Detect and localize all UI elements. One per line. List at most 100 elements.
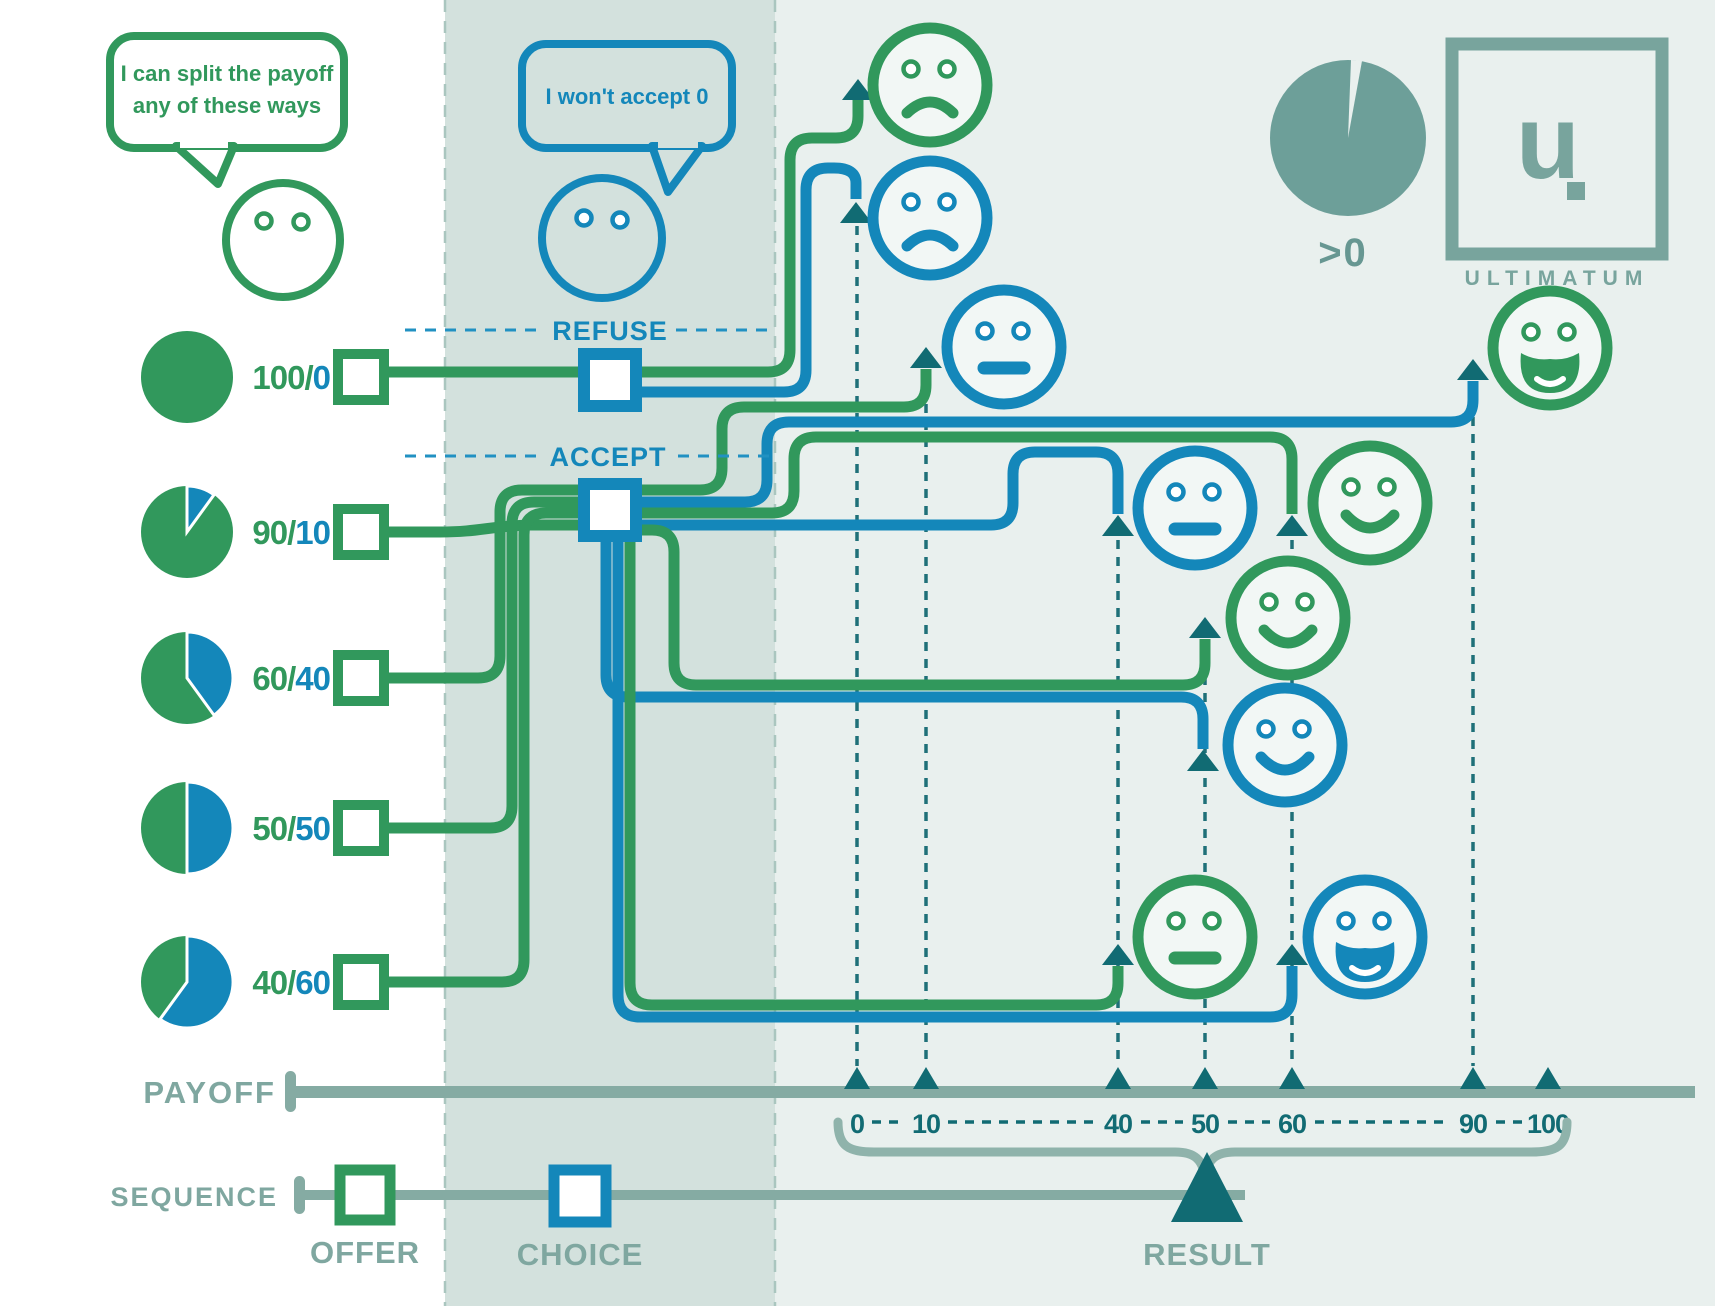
line-accept-to-40 (636, 446, 1124, 531)
proposer-speech-bubble: I can split the payoff any of these ways (106, 32, 348, 188)
face-blue-sad-payoff0 (867, 155, 993, 281)
offer-split-label: 50/50 (252, 810, 330, 847)
offer-split-label: 90/10 (252, 514, 330, 551)
payoff-tick-90: 90 (1459, 1067, 1488, 1139)
line-accept-to-90 (636, 381, 1479, 508)
face-eye (901, 59, 921, 79)
offer-split-label: 100/0 (252, 359, 330, 396)
face-green-smile-payoff50 (1225, 555, 1351, 681)
payoff-axis-label: PAYOFF (143, 1075, 276, 1110)
choice-stage-label: CHOICE (517, 1237, 644, 1272)
offer-pie-responder-share (185, 630, 235, 718)
line-accept-to-50-blue (600, 536, 1209, 749)
tick-number: 40 (1104, 1109, 1132, 1139)
offer-split-label: 40/60 (252, 964, 330, 1001)
face-green-smile-payoff60 (1307, 440, 1433, 566)
tick-triangle (844, 1067, 870, 1089)
face-mouth-smile (1340, 509, 1400, 534)
tick-triangle (1279, 1067, 1305, 1089)
sequence-axis (294, 1176, 1245, 1214)
offer-pie-responder-share (185, 780, 235, 876)
face-eye (1166, 911, 1186, 931)
offer-node[interactable] (333, 650, 389, 706)
payoff-tick-40: 40 (1104, 1067, 1133, 1139)
face-eye (937, 59, 957, 79)
logo-letter: u (1516, 84, 1580, 201)
line-accept-to-60 (636, 431, 1298, 519)
face-green-laugh-payoff90 (1487, 285, 1613, 411)
offer-pie-responder-share (185, 484, 217, 537)
face-mouth-smile (1258, 624, 1318, 649)
face-eye (975, 321, 995, 341)
face-blue-smile-payoff50 (1222, 682, 1348, 808)
result-marker-triangle (1171, 1152, 1243, 1222)
offer-node[interactable] (333, 954, 389, 1010)
face-mouth-smile (1255, 751, 1315, 776)
logo-dot (1567, 182, 1585, 200)
face-mouth-laugh (1335, 942, 1395, 982)
refuse-label: REFUSE (552, 316, 668, 346)
payoff-tick-10: 10 (912, 1067, 941, 1139)
face-eye (1336, 911, 1356, 931)
sequence-offer-node (334, 1164, 396, 1226)
offer-row-40/60: 40/60 (141, 934, 389, 1030)
nonzero-pie-notch (1348, 60, 1362, 138)
tick-triangle (1192, 1067, 1218, 1089)
accept-label: ACCEPT (549, 442, 666, 472)
responder-avatar (538, 174, 666, 302)
face-blue-neutral-payoff10 (941, 284, 1067, 410)
offer-pie-responder-share (157, 934, 235, 1030)
face-blue-laugh-payoff60 (1302, 874, 1428, 1000)
offer-row-50/50: 50/50 (141, 780, 389, 876)
proposer-avatar (222, 179, 344, 301)
line-refuse-proposer (384, 99, 864, 378)
face-eye (1202, 482, 1222, 502)
result-stage-label: RESULT (1143, 1237, 1271, 1272)
ultimatum-logo: u ULTIMATUM (1445, 37, 1669, 290)
face-eye (1295, 592, 1315, 612)
face-eye (1377, 477, 1397, 497)
line-accept-to-10 (636, 369, 932, 496)
brand-name: ULTIMATUM (1465, 267, 1650, 290)
offer-split-label: 60/40 (252, 660, 330, 697)
tick-number: 10 (912, 1109, 940, 1139)
face-eye (937, 192, 957, 212)
offer-node[interactable] (333, 504, 389, 560)
face-eye (1259, 592, 1279, 612)
logo-frame (1445, 37, 1669, 261)
refuse-choice-node[interactable] (578, 348, 642, 412)
offer-node[interactable] (333, 800, 389, 856)
tick-triangle (1460, 1067, 1486, 1089)
responder-bubble-text: I won't accept 0 (546, 84, 709, 109)
payoff-axis (285, 1071, 1695, 1112)
offer-node[interactable] (333, 349, 389, 405)
face-mouth-sad (901, 229, 959, 252)
offer-row-100/0: 100/0 (141, 331, 389, 423)
face-eye (1166, 482, 1186, 502)
sequence-choice-node (548, 1164, 612, 1228)
accept-choice-node[interactable] (578, 478, 642, 542)
offer-stage-label: OFFER (310, 1235, 420, 1270)
proposer-bubble-line2: any of these ways (133, 93, 321, 118)
face-eye (1557, 322, 1577, 342)
face-eye (1256, 719, 1276, 739)
face-eye (901, 192, 921, 212)
line-accept-to-60-bottom (612, 536, 1298, 1023)
nonzero-payoff-pie (1270, 60, 1426, 216)
tick-triangle (1105, 1067, 1131, 1089)
tick-number: 50 (1191, 1109, 1219, 1139)
face-eye (1341, 477, 1361, 497)
offer-row-90/10: 90/10 (141, 484, 389, 578)
face-mouth-laugh (1520, 353, 1580, 393)
tick-number: 90 (1459, 1109, 1487, 1139)
face-eye (1292, 719, 1312, 739)
tick-number: 60 (1278, 1109, 1306, 1139)
face-eye (1202, 911, 1222, 931)
face-green-sad-payoff0 (867, 22, 993, 148)
tick-triangle (1535, 1067, 1561, 1089)
payoff-tick-50: 50 (1191, 1067, 1220, 1139)
tick-number: 0 (850, 1109, 864, 1139)
line-refuse-responder (636, 162, 862, 398)
face-eye (1521, 322, 1541, 342)
